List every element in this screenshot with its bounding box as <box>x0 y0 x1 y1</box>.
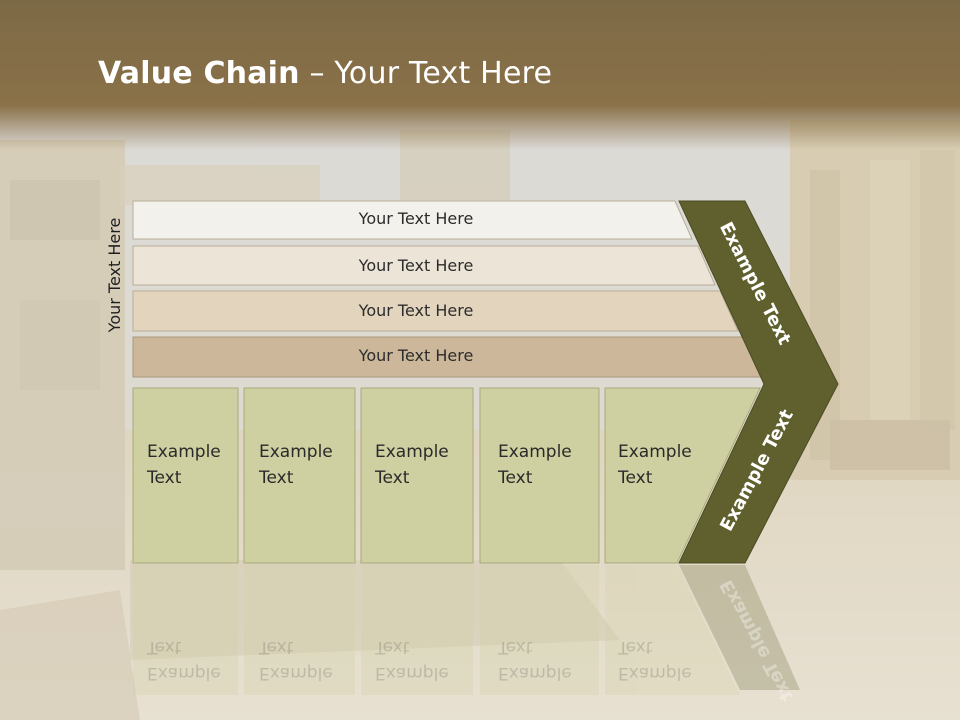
box-4-label-reflection: Example Text <box>498 634 572 686</box>
box-2-label-reflection: Example Text <box>259 634 333 686</box>
chevron-arrow-reflection <box>679 565 800 690</box>
box-5-line1-reflection: Example <box>618 663 692 683</box>
box-2-line1: Example <box>259 442 333 462</box>
box-4-reflection <box>480 565 599 695</box>
bar-2-shape <box>132 245 716 286</box>
bar-2-label: Your Text Here <box>358 256 474 275</box>
box-5-label-reflection: Example Text <box>618 634 692 686</box>
box-5-shape <box>604 387 761 564</box>
bar-4-label: Your Text Here <box>358 346 474 365</box>
box-4-line2: Text <box>498 468 533 488</box>
bar-1-label: Your Text Here <box>358 209 474 228</box>
box-3-line1-reflection: Example <box>375 663 449 683</box>
box-5-line2-reflection: Text <box>618 637 653 657</box>
box-2-shape <box>243 387 356 564</box>
box-1-line1: Example <box>147 442 221 462</box>
slide-title: Value Chain – Your Text Here <box>98 56 552 91</box>
box-1-line1-reflection: Example <box>147 663 221 683</box>
header-band <box>0 0 960 150</box>
box-3-line2-reflection: Text <box>375 637 410 657</box>
box-2-line2-reflection: Text <box>259 637 294 657</box>
bar-1-shape <box>132 200 693 240</box>
box-1-line2-reflection: Text <box>147 637 182 657</box>
box-4-line2-reflection: Text <box>498 637 533 657</box>
box-1-label: Example Text <box>147 439 221 491</box>
box-3-label-reflection: Example Text <box>375 634 449 686</box>
box-2-label: Example Text <box>259 439 333 491</box>
box-3-shape <box>360 387 474 564</box>
box-5-line2: Text <box>618 468 653 488</box>
box-5-reflection <box>605 565 740 695</box>
box-4-label: Example Text <box>498 439 572 491</box>
box-1-line2: Text <box>147 468 182 488</box>
chevron-arrow-shape <box>678 200 839 564</box>
box-4-line1: Example <box>498 442 572 462</box>
box-1-label-reflection: Example Text <box>147 634 221 686</box>
bar-3-shape <box>132 290 739 332</box>
box-2-line2: Text <box>259 468 294 488</box>
box-5-line1: Example <box>618 442 692 462</box>
box-3-line1: Example <box>375 442 449 462</box>
bar-3-label: Your Text Here <box>358 301 474 320</box>
box-3-reflection <box>361 565 473 695</box>
box-5-label: Example Text <box>618 439 692 491</box>
box-1-reflection <box>133 565 238 695</box>
box-4-line1-reflection: Example <box>498 663 572 683</box>
box-1-shape <box>132 387 239 564</box>
title-bold: Value Chain <box>98 56 300 91</box>
box-2-reflection <box>244 565 355 695</box>
title-rest: – Your Text Here <box>299 56 553 91</box>
box-4-shape <box>479 387 600 564</box>
box-3-label: Example Text <box>375 439 449 491</box>
box-3-line2: Text <box>375 468 410 488</box>
box-2-line1-reflection: Example <box>259 663 333 683</box>
